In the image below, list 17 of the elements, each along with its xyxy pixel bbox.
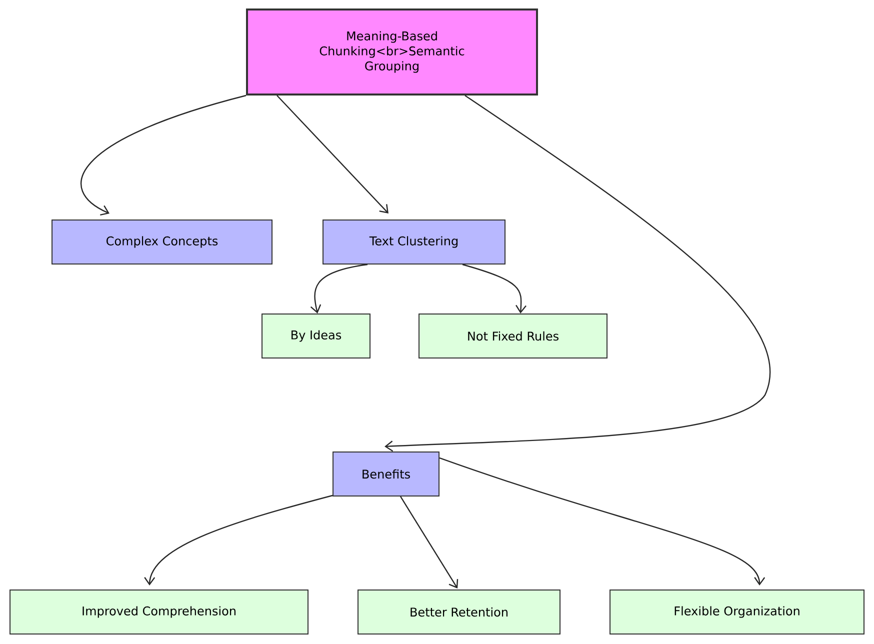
arrow: [310, 264, 368, 314]
leaf-box: Better Retention: [358, 590, 560, 634]
leaf-box: By Ideas: [262, 314, 370, 358]
arrow: [384, 95, 770, 452]
arrow: [144, 494, 333, 586]
arrow: [400, 496, 458, 588]
arrow: [80, 94, 246, 216]
root-box: Meaning-Based Chunking<br>Semantic Grouping: [246, 8, 538, 96]
leaf-box: Not Fixed Rules: [418, 314, 608, 358]
arrow: [276, 95, 388, 214]
leaf-box: Improved Comprehension: [10, 590, 308, 634]
arrow: [462, 264, 526, 314]
process-box: Benefits: [332, 452, 440, 496]
process-box: Complex Concepts: [52, 220, 272, 264]
leaf-box: Flexible Organization: [610, 590, 864, 634]
arrow: [439, 457, 766, 586]
process-box: Text Clustering: [322, 220, 506, 264]
